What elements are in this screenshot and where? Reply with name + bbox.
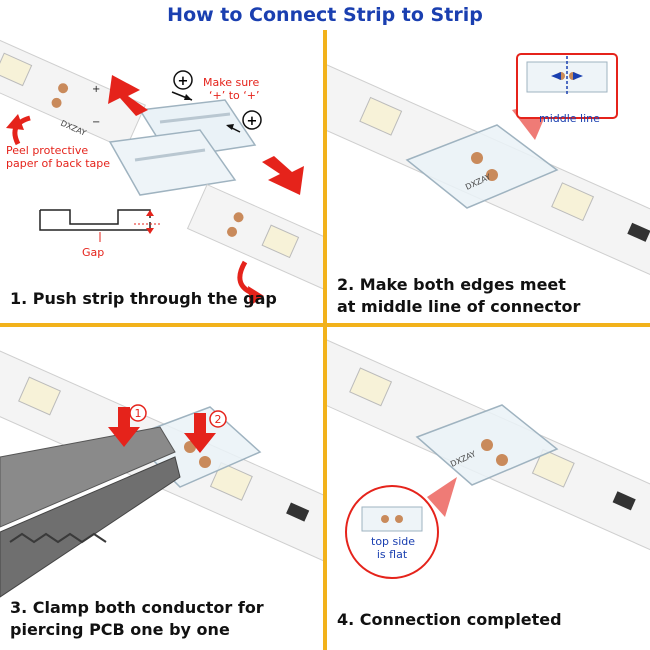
clear-connector [108, 99, 257, 196]
strip-plus-label: + [92, 84, 100, 95]
middle-arrow-left-icon [551, 72, 561, 80]
step-1-illustration: + − DXZAY + + [0, 30, 323, 306]
gap-label: Gap [82, 246, 105, 259]
make-sure-note: Make sure ‘+’ to ‘+’ [203, 76, 260, 102]
top-side-callout [345, 485, 439, 579]
svg-text:+: + [247, 114, 258, 129]
plus-circle-icon-top [173, 70, 193, 90]
panel-step-2: DXZAY middle line 2. Make both edges mee… [327, 30, 650, 323]
push-arrow-top-icon [108, 75, 148, 116]
middle-arrow-right-icon [573, 72, 583, 80]
panel-step-4: DXZAY top side is flat 4. Connection com… [327, 327, 650, 650]
clear-connector [405, 124, 559, 209]
strip-minus-label: − [92, 117, 100, 128]
clamp-arrow-1-icon [108, 407, 140, 447]
step-2-illustration: DXZAY [327, 53, 650, 289]
callout-pointer [427, 477, 457, 517]
middle-line-label: middle line [539, 112, 600, 125]
pliers-tool [0, 426, 181, 598]
step-marker-2 [209, 410, 227, 428]
top-side-note: top side is flat [371, 535, 416, 561]
panel-step-3: 1 2 3. Clamp both conductor for piercing… [0, 327, 323, 650]
step-4-caption: 4. Connection completed [337, 610, 562, 629]
vertical-divider [323, 30, 327, 650]
gap-diagram [39, 209, 160, 242]
step-3-caption: 3. Clamp both conductor for piercing PCB… [10, 598, 264, 639]
push-arrow-bottom-icon [262, 156, 304, 195]
svg-text:1: 1 [135, 407, 142, 420]
horizontal-divider [0, 323, 650, 327]
step-4-illustration: DXZAY [327, 332, 650, 579]
svg-text:2: 2 [215, 413, 222, 426]
svg-text:+: + [178, 74, 189, 89]
left-led-strip [0, 30, 146, 150]
step-3-illustration: 1 2 [0, 341, 323, 598]
step-2-caption: 2. Make both edges meet at middle line o… [337, 275, 581, 316]
plus-circle-icon-bottom [242, 110, 262, 130]
right-led-strip [186, 183, 323, 303]
panel-step-1: + − DXZAY + + [0, 30, 323, 323]
peel-note: Peel protective paper of back tape [6, 144, 111, 170]
step-marker-1 [129, 404, 147, 422]
page-title: How to Connect Strip to Strip [167, 4, 483, 26]
clamp-arrow-2-icon [184, 413, 216, 453]
step-1-caption: 1. Push strip through the gap [10, 289, 277, 308]
